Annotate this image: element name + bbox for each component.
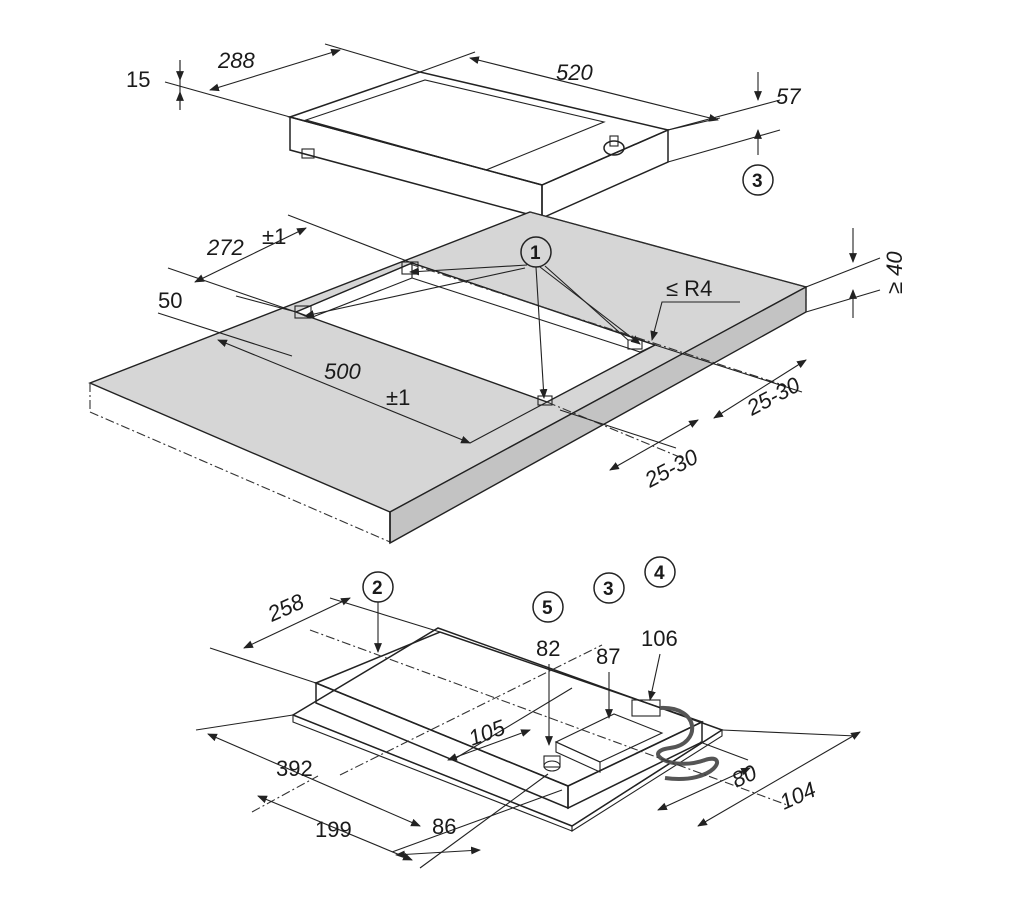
control-block bbox=[554, 713, 664, 763]
dim-25-30-right: 25-30 bbox=[742, 372, 805, 421]
callout-5-label: 5 bbox=[542, 598, 553, 619]
dim-86: 86 bbox=[432, 814, 456, 839]
callout-4 bbox=[644, 556, 676, 588]
dim-500-tolerance: ±1 bbox=[386, 385, 410, 410]
dim-15: 15 bbox=[126, 67, 150, 92]
top-hob-front-face bbox=[289, 116, 543, 219]
top-hob: 288 15 520 57 3 bbox=[126, 43, 801, 220]
bottom-hob: 2 258 392 199 86 105 5 82 3 87 bbox=[195, 556, 861, 869]
power-cable bbox=[656, 705, 719, 781]
callout-4-label: 4 bbox=[654, 563, 665, 584]
foot-screw-icon bbox=[543, 760, 561, 772]
dim-50: 50 bbox=[158, 288, 182, 313]
dim-57: 57 bbox=[776, 84, 801, 109]
hob-foot-icon bbox=[301, 148, 315, 159]
dim-288: 288 bbox=[217, 48, 255, 73]
top-hob-right-face bbox=[541, 128, 669, 220]
callout-3-bottom-label: 3 bbox=[603, 579, 614, 600]
top-hob-glass-zone bbox=[304, 79, 606, 171]
dim-87: 87 bbox=[596, 644, 620, 669]
dim-199: 199 bbox=[315, 817, 352, 842]
dim-82: 82 bbox=[536, 636, 560, 661]
dim-105: 105 bbox=[465, 714, 509, 750]
dim-80: 80 bbox=[728, 759, 761, 792]
callout-1-label: 1 bbox=[530, 243, 541, 264]
dim-106: 106 bbox=[641, 626, 678, 651]
callout-2-label: 2 bbox=[372, 578, 383, 599]
dim-272: 272 bbox=[206, 235, 244, 260]
dim-272-tolerance: ±1 bbox=[262, 224, 286, 249]
bracket-icon bbox=[627, 339, 643, 350]
dim-25-30-front: 25-30 bbox=[640, 444, 703, 493]
callout-3-bottom bbox=[593, 572, 625, 604]
control-knob-icon bbox=[603, 140, 625, 156]
cutout-left-wall bbox=[294, 262, 413, 319]
callout-3-top bbox=[742, 164, 774, 196]
dim-ge-40: ≥ 40 bbox=[882, 251, 907, 294]
callout-5 bbox=[532, 591, 564, 623]
dim-500: 500 bbox=[324, 359, 361, 384]
hob-body-top bbox=[314, 631, 704, 787]
callout-3-top-label: 3 bbox=[752, 171, 763, 192]
dim-392: 392 bbox=[276, 756, 313, 781]
dim-104: 104 bbox=[776, 777, 820, 815]
dim-r4: ≤ R4 bbox=[666, 276, 712, 301]
dim-520: 520 bbox=[556, 60, 593, 85]
worktop: 1 272 ±1 50 500 ±1 ≥ 40 ≤ R4 25- bbox=[88, 211, 907, 545]
